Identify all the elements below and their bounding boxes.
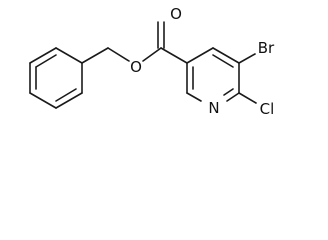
benzene-ring — [29, 47, 83, 109]
pyridine-ring — [186, 47, 240, 102]
bond-oxygen-carbonyl — [142, 47, 162, 62]
ester-linkage — [81, 21, 188, 64]
carbonyl-oxygen-label: O — [170, 5, 182, 23]
ester-oxygen-label: O — [130, 58, 142, 76]
molecule-structure: O O N Br Cl — [29, 5, 275, 118]
bond-ring-bromine — [238, 53, 256, 64]
chlorine-label: Cl — [260, 100, 275, 118]
bond-ch2-oxygen — [107, 47, 130, 62]
bond-ring-ch2 — [81, 47, 109, 64]
bond-ring-chlorine — [238, 92, 257, 104]
ring-nitrogen-label: N — [208, 99, 219, 117]
bromine-label: Br — [258, 39, 275, 57]
bond-carbonyl-ring — [160, 47, 188, 64]
